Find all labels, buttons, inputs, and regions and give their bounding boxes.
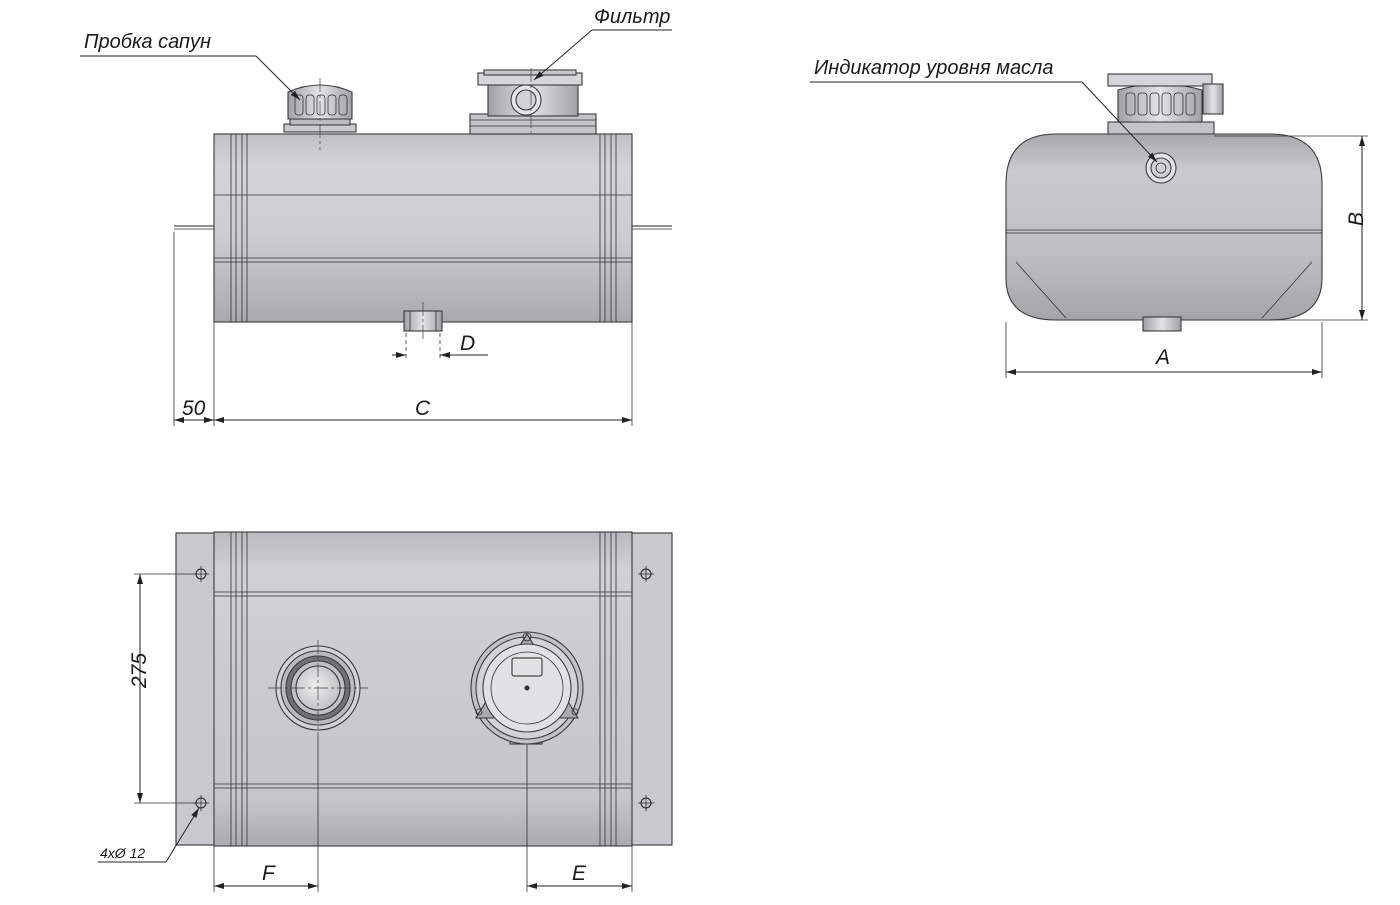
end-ribs-front — [230, 134, 617, 322]
filter-front — [469, 68, 597, 135]
side-drain — [1142, 316, 1182, 332]
dim-275: 275 — [128, 653, 151, 689]
oil-level-indicator-label: Индикатор уровня масла — [814, 57, 1053, 79]
bracket-left — [175, 532, 217, 846]
breather-cap-label: Пробка сапун — [84, 31, 211, 53]
top-view: 275 F E 4xØ 12 — [98, 531, 673, 892]
dim-a: A — [1154, 346, 1170, 369]
dimensions-front — [173, 232, 633, 426]
dim-c: C — [415, 397, 431, 420]
breather-cap-top — [268, 640, 368, 736]
dim-holes: 4xØ 12 — [100, 845, 145, 861]
front-view: 50 C D Пробка сапун Фильтр — [80, 6, 672, 426]
bracket-right — [629, 532, 673, 846]
dimensions-side — [1005, 135, 1368, 378]
side-top-fitting — [1107, 73, 1224, 137]
dimensions-top — [98, 573, 633, 892]
end-ribs-top — [230, 532, 617, 846]
dim-50: 50 — [182, 397, 206, 420]
side-view: A B Индикатор уровня масла — [810, 57, 1368, 378]
dim-f: F — [262, 862, 276, 885]
dim-b: B — [1345, 212, 1368, 226]
tank-body-front — [213, 133, 633, 323]
dim-e: E — [572, 862, 587, 885]
dim-d: D — [460, 332, 475, 355]
filter-top — [470, 631, 584, 745]
filter-label: Фильтр — [594, 6, 670, 28]
breather-cap-front — [283, 78, 357, 150]
